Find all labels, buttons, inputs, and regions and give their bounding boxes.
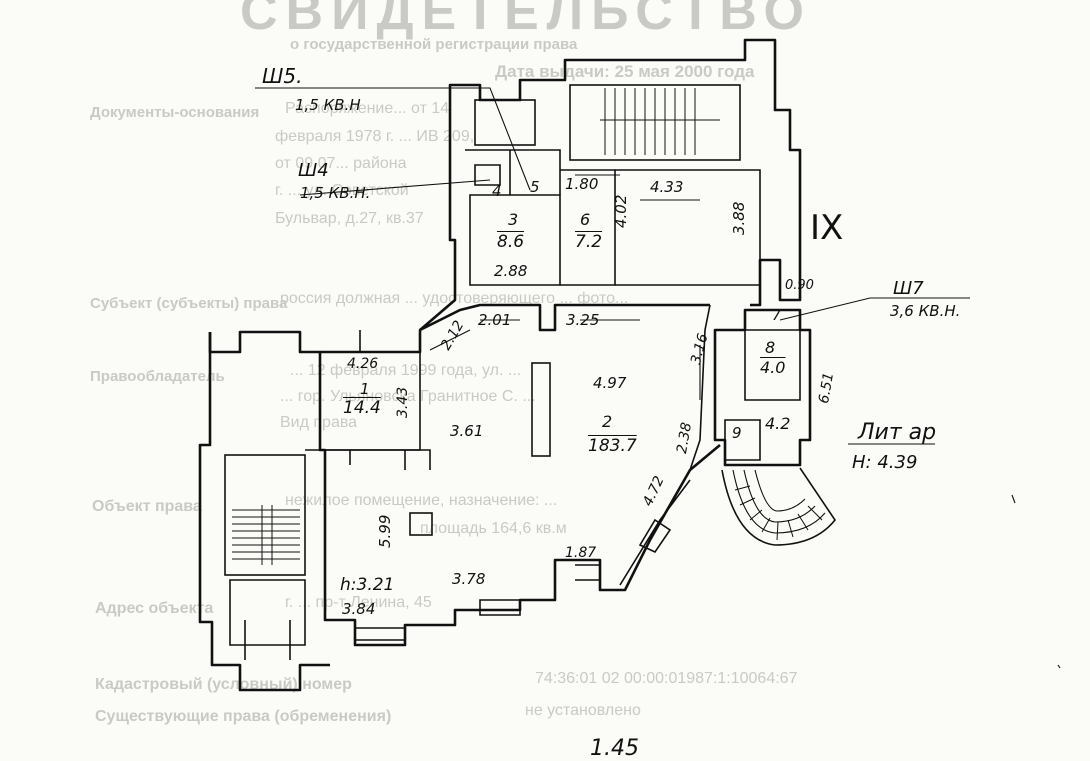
doc-land-label: Правообладатель [90,368,225,385]
doc-date: Дата выдачи: 25 мая 2000 года [495,62,755,81]
dim-384: 3.84 [342,600,376,618]
dim-361: 3.61 [450,422,484,440]
doc-basis-line-2: февраля 1978 г. ... ИВ 209, [275,128,475,145]
doc-encumbrance-value: не установлено [525,702,641,719]
room-9-walls [724,419,761,461]
dim-325: 3.25 [566,311,600,329]
curved-stair [721,467,836,546]
dim-497: 4.97 [593,374,627,392]
doc-address-label: Адрес объекта [95,600,214,617]
doc-cadastral-value: 74:36:01 02 00:00:01987:1:10064:67 [535,670,798,687]
room-6-area: 7.2 [575,232,603,252]
upper-corridor [474,99,536,146]
room-6-walls [560,169,616,286]
dim-599: 5.99 [376,514,394,548]
hall-column [531,362,551,457]
hall-2-east-wall [689,304,711,471]
upper-stair-box [569,84,741,161]
doc-basis-line-1: Распоряжение... от 14 [285,100,450,117]
dim-433: 4.33 [650,178,684,196]
room-9-number: 9 [732,424,742,442]
left-stair-lower [229,579,306,660]
room-1-area: 14.4 [343,398,381,418]
room-6-number: 6 [580,210,591,229]
dimension-ticks [429,174,701,400]
doc-land-line-2: ... гор. Ульяновска Гранитное С. ... [280,388,536,405]
room-9-area: 4.2 [765,414,791,433]
doc-basis-line-3: от 09.07... района [275,155,407,172]
dim-426: 4.26 [347,356,379,372]
dim-180: 1.80 [565,175,599,193]
leader-b4 [299,179,491,196]
label-lit: Лит ар [858,420,937,445]
dim-090: 0.90 [785,278,814,293]
label-roman-ix: IX [810,208,844,248]
room-2-area: 183.7 [588,436,637,456]
room-1-number: 1 [360,380,370,398]
doc-object-line-2: площадь 164,6 кв.м [420,520,567,537]
label-b5: Ш5. [262,64,303,88]
dim-388: 3.88 [730,201,748,235]
label-b4-area: 1,5 КВ.Н. [300,184,371,202]
upper-stair-steps [600,88,720,155]
leader-b7 [779,297,970,321]
label-height-main: h:3.21 [340,575,395,595]
left-stair-steps [232,505,300,565]
label-b7: Ш7 [893,278,924,299]
upper-block-outer [419,38,802,331]
label-b4: Ш4 [298,160,329,181]
doc-object-line-1: нежилое помещение, назначение: ... [285,492,558,509]
label-b5-area: 1,5 КВ.Н [295,96,361,114]
room-2-number: 2 [602,412,613,431]
dim-201: 2.01 [478,311,512,329]
dim-402: 4.02 [612,194,630,228]
room-5-number: 5 [530,178,540,196]
right-block-outer [713,308,812,467]
label-lit-height: Н: 4.39 [852,452,918,473]
stray-marks [1011,494,1061,669]
room-8-area: 4.0 [760,358,786,377]
doc-address-text: г. ... пр-т Ленина, 45 [285,594,432,611]
room-8-walls [744,329,801,401]
room-8-number: 8 [765,338,776,357]
label-b7-area: 3,6 КВ.Н. [890,302,961,320]
doc-basis-label: Документы-основания [90,104,260,121]
room-4-5-walls [465,149,561,195]
left-stair-box [224,454,306,576]
hall-2-north-wall [320,303,710,354]
dim-343: 3.43 [395,386,411,418]
room-4-number: 4 [492,182,502,200]
room-3-number: 3 [508,210,519,229]
doc-basis-line-5: Бульвар, д.27, кв.37 [275,210,424,227]
hall-pillar [409,512,433,536]
doc-title: СВИДЕТЕЛЬСТВО [240,0,812,41]
dim-187: 1.87 [565,545,597,561]
doc-land-line-1: ... 12 февраля 1999 года, ул. ... [290,362,522,379]
doc-land-line-3: Вид права [280,414,358,431]
room-7-number: 7 [772,308,781,324]
dim-378: 3.78 [452,570,486,588]
room-1-walls [305,330,421,470]
south-door [354,599,521,641]
doc-encumbrance-label: Существующие права (обременения) [95,708,392,725]
leader-b5 [255,87,531,191]
doc-object-label: Объект права [92,498,202,515]
room-3-area: 8.6 [497,232,525,252]
label-bottom-note: 1.45 [590,736,639,761]
doc-subject-label: Субъект (субъекты) права [90,295,288,312]
room-ix-walls [615,169,761,286]
left-wing-west-wall [198,332,330,692]
dim-288: 2.88 [494,262,528,280]
doc-subtitle: о государственной регистрации права [290,36,578,53]
left-wing-outer-wall [208,330,721,647]
hall-partition [320,449,600,581]
corridor-diagonal [619,479,691,586]
